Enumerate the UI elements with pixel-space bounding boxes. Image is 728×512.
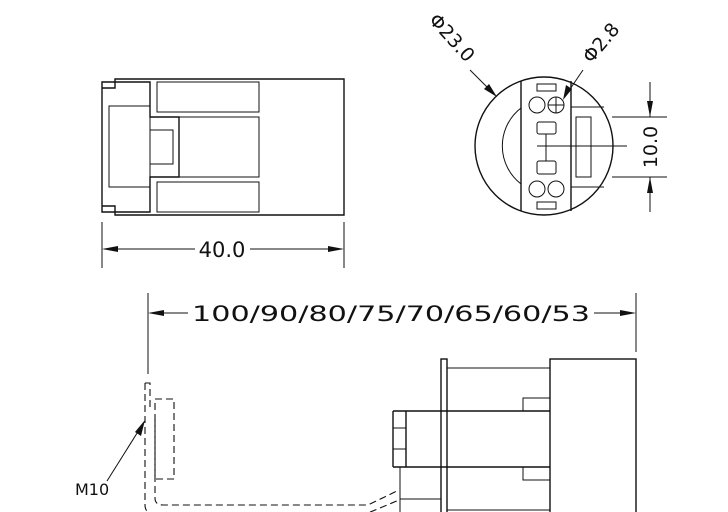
cable-view: 100/90/80/75/70/65/60/53 M10 xyxy=(75,293,637,512)
side-view-inner-recess xyxy=(108,105,151,188)
pin-diameter-label: Φ2.8 xyxy=(578,19,624,68)
side-view-bottom-slot xyxy=(156,181,260,213)
height-dimension-label: 10.0 xyxy=(640,126,662,168)
arrow-down-icon xyxy=(647,101,653,117)
cable-dashed xyxy=(144,382,400,512)
top-key-tab xyxy=(536,83,557,92)
length-dimension: 100/90/80/75/70/65/60/53 xyxy=(147,293,637,374)
arrow-left-icon xyxy=(148,310,164,316)
side-view: 40.0 xyxy=(101,78,345,268)
pin-diameter-callout: Φ2.8 xyxy=(563,19,624,100)
pin-hole xyxy=(528,96,546,114)
side-view-latch-window xyxy=(149,129,174,165)
front-view: 10.0 Φ23.0 Φ2.8 xyxy=(424,9,667,216)
arrow-right-icon xyxy=(328,246,344,252)
contact-pad xyxy=(536,121,557,135)
side-view-outline xyxy=(101,78,345,216)
side-view-top-slot xyxy=(156,81,260,113)
inner-arc xyxy=(501,107,522,185)
width-dimension-label: 40.0 xyxy=(199,238,246,262)
thread-outline xyxy=(154,398,175,480)
arrow-icon xyxy=(484,84,497,97)
connector-flange xyxy=(440,358,448,512)
thread-label: M10 xyxy=(75,480,109,499)
arrow-left-icon xyxy=(102,246,118,252)
bottom-key-tab xyxy=(536,201,557,210)
width-dimension: 40.0 xyxy=(101,222,345,268)
connector-head xyxy=(549,358,637,512)
side-view-middle-slot xyxy=(178,116,260,178)
outer-diameter-label: Φ23.0 xyxy=(424,9,479,66)
height-dimension: 10.0 xyxy=(612,82,667,212)
arrow-icon xyxy=(135,420,145,436)
outer-diameter-callout: Φ23.0 xyxy=(424,9,497,97)
side-slot xyxy=(575,116,592,178)
arrow-right-icon xyxy=(620,310,636,316)
connector-body xyxy=(392,358,637,512)
pin-hole xyxy=(528,180,546,198)
pin-crosshair-icon xyxy=(547,96,565,114)
contact-pad xyxy=(536,160,557,175)
arrow-up-icon xyxy=(647,177,653,193)
arrow-icon xyxy=(563,85,572,100)
thread-callout: M10 xyxy=(75,420,145,499)
length-options-label: 100/90/80/75/70/65/60/53 xyxy=(192,302,590,326)
pin-hole xyxy=(547,180,565,198)
